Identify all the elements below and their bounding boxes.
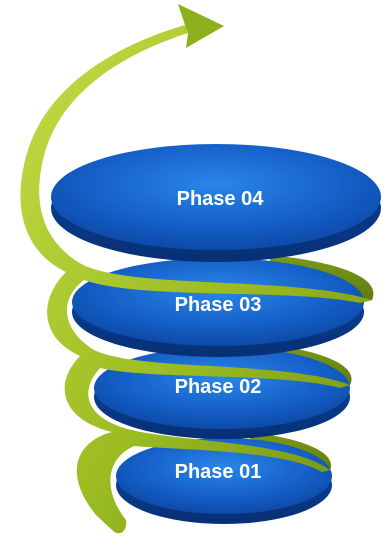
disc-phase-04: [51, 144, 381, 262]
ribbon-top-loop: [20, 25, 372, 534]
phase-label-02: Phase 02: [175, 376, 262, 398]
phase-label-01: Phase 01: [175, 461, 262, 483]
ribbon-front: [20, 4, 372, 534]
arrow-head-icon: [178, 4, 224, 48]
phase-label-04: Phase 04: [177, 188, 265, 210]
phase-label-03: Phase 03: [175, 294, 262, 316]
